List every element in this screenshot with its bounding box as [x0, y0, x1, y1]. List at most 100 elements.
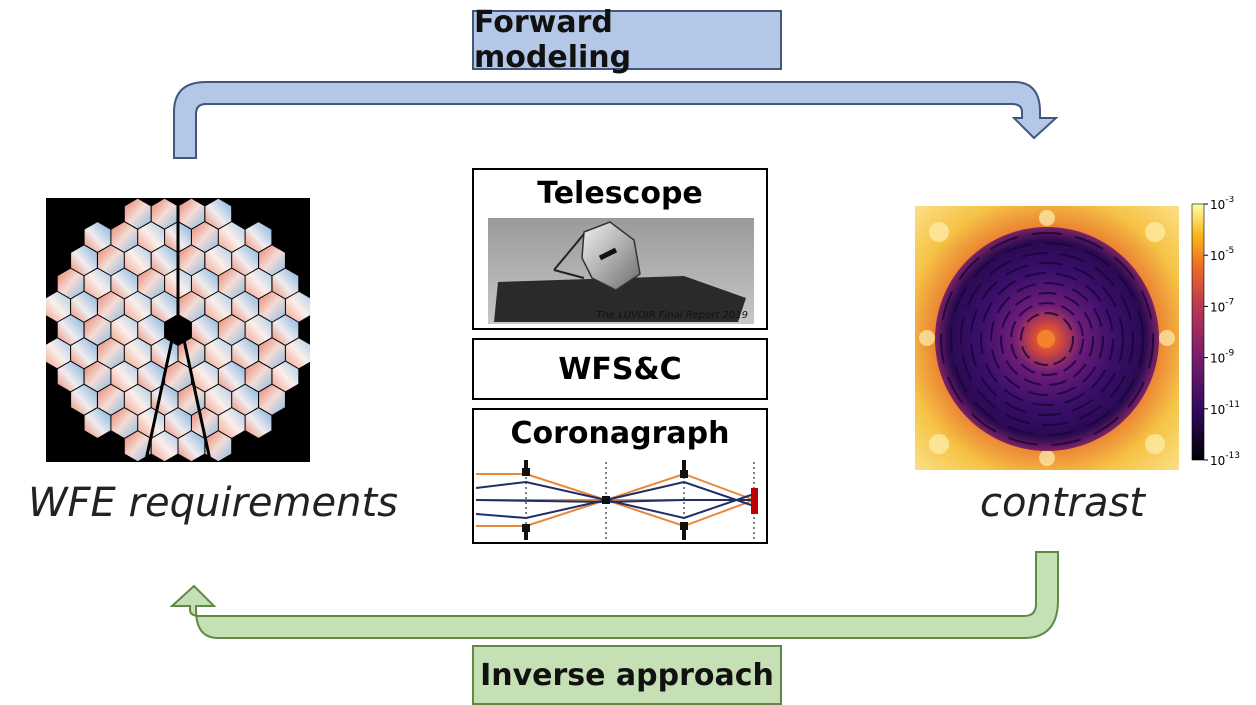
ripple-ring	[980, 272, 1114, 406]
colorbar-tick-label: 10-13	[1210, 451, 1240, 468]
mirror-segment	[57, 315, 84, 345]
mirror-segment	[218, 268, 245, 299]
forward-arrow-shape	[173, 81, 1059, 159]
telescope-credit: The LUVOIR Final Report 2019	[596, 310, 748, 321]
mirror-segment	[272, 268, 299, 299]
mirror-segment	[84, 361, 111, 392]
colorbar-tick-label: 10-5	[1210, 246, 1234, 263]
mirror-segment	[165, 361, 191, 392]
primary-mirror	[581, 221, 641, 291]
mirror-segment	[84, 315, 111, 345]
mirror-segment	[205, 245, 232, 276]
mirror-segment	[245, 408, 272, 438]
mirror-segment	[124, 338, 151, 369]
colorbar-tick-label: 10-7	[1210, 297, 1234, 314]
mirror-segment	[245, 268, 272, 299]
mirror-segment	[245, 361, 272, 392]
mirror-segment	[191, 268, 218, 299]
mirror-segment	[71, 384, 97, 415]
mirror-segment	[111, 222, 138, 252]
mirror-segment	[178, 431, 205, 462]
mirror-segment	[151, 198, 178, 229]
spider-strut-left	[144, 339, 174, 461]
mirror-segment	[98, 338, 124, 369]
mirror-segment	[191, 361, 218, 392]
mirror-segment	[84, 268, 111, 299]
ripple-ring	[970, 262, 1124, 416]
mirror-segment	[205, 291, 232, 322]
mirror-segment	[205, 338, 232, 369]
mirror-segment	[232, 291, 258, 322]
mirror-segment	[111, 361, 138, 392]
ripple-ring	[960, 252, 1134, 426]
mirror-segment	[124, 431, 151, 462]
inverse-approach-label: Inverse approach	[472, 645, 782, 705]
mirror-segment	[124, 384, 151, 415]
mirror-segment	[191, 408, 218, 438]
mirror-segment	[46, 338, 71, 369]
mirror-segment	[138, 408, 165, 438]
wfsc-block: WFS&C	[472, 338, 768, 400]
mirror-segment	[138, 361, 165, 392]
mirror-segment	[84, 408, 111, 438]
ripple-ring	[1010, 302, 1084, 376]
mirror-segment	[232, 338, 258, 369]
mirror-segment	[218, 408, 245, 438]
ripple-ring	[950, 242, 1144, 436]
mirror-segment	[232, 245, 258, 276]
forward-modeling-label: Forward modeling	[472, 5, 782, 75]
mirror-segment	[259, 384, 285, 415]
mirror-segment	[111, 315, 138, 345]
central-peak	[1037, 330, 1055, 348]
mirror-segment	[178, 198, 205, 229]
mirror-segment	[124, 198, 151, 229]
mirror-segment	[84, 222, 111, 252]
mirror-segment	[272, 315, 299, 345]
wfe-requirements-caption: WFE requirements	[28, 480, 398, 526]
mirror-segment	[232, 384, 258, 415]
mirror-segment	[272, 361, 299, 392]
colorbar-tick-label: 10-3	[1210, 196, 1234, 212]
mirror-segment	[57, 361, 84, 392]
mirror-segment	[57, 268, 84, 299]
telescope-block: Telescope The LUVOIR Final Report 2019	[472, 168, 768, 330]
telescope-image: The LUVOIR Final Report 2019	[488, 218, 754, 324]
mirror-segment	[191, 315, 218, 345]
mirror-segment	[205, 198, 232, 229]
ripple-ring	[990, 282, 1104, 396]
contrast-caption: contrast	[980, 480, 1145, 526]
mirror-segment	[98, 384, 124, 415]
mirror-segment	[218, 222, 245, 252]
mirror-segment	[259, 338, 285, 369]
mirror-segment	[138, 268, 165, 299]
telescope-title: Telescope	[537, 176, 703, 211]
mirror-segment	[124, 291, 151, 322]
mirror-segment	[178, 245, 205, 276]
mirror-segment	[138, 315, 165, 345]
inverse-arrow-shape	[169, 551, 1059, 639]
bright-speckles	[919, 210, 1175, 466]
wfsc-title: WFS&C	[558, 352, 682, 387]
secondary-obscuration	[164, 322, 192, 340]
mirror-segment	[191, 222, 218, 252]
mirror-segment	[218, 361, 245, 392]
coronagraph-title: Coronagraph	[510, 416, 730, 451]
mirror-segments	[46, 198, 310, 462]
mirror-segment	[98, 245, 124, 276]
spider-strut-right	[182, 339, 212, 461]
mirror-segment	[151, 245, 178, 276]
mirror-segment	[259, 291, 285, 322]
dark-hole-ripples	[940, 232, 1154, 446]
mirror-segment	[285, 338, 310, 369]
mirror-segment	[151, 291, 178, 322]
mirror-segment	[138, 222, 165, 252]
mirror-segment	[71, 338, 97, 369]
mirror-segment	[165, 408, 191, 438]
coronagraph-block: Coronagraph	[472, 408, 768, 544]
mirror-segment	[46, 291, 71, 322]
ripple-ring	[1020, 312, 1074, 366]
ripple-ring	[940, 232, 1154, 446]
detector-stop	[751, 488, 758, 514]
mirror-segment	[124, 245, 151, 276]
